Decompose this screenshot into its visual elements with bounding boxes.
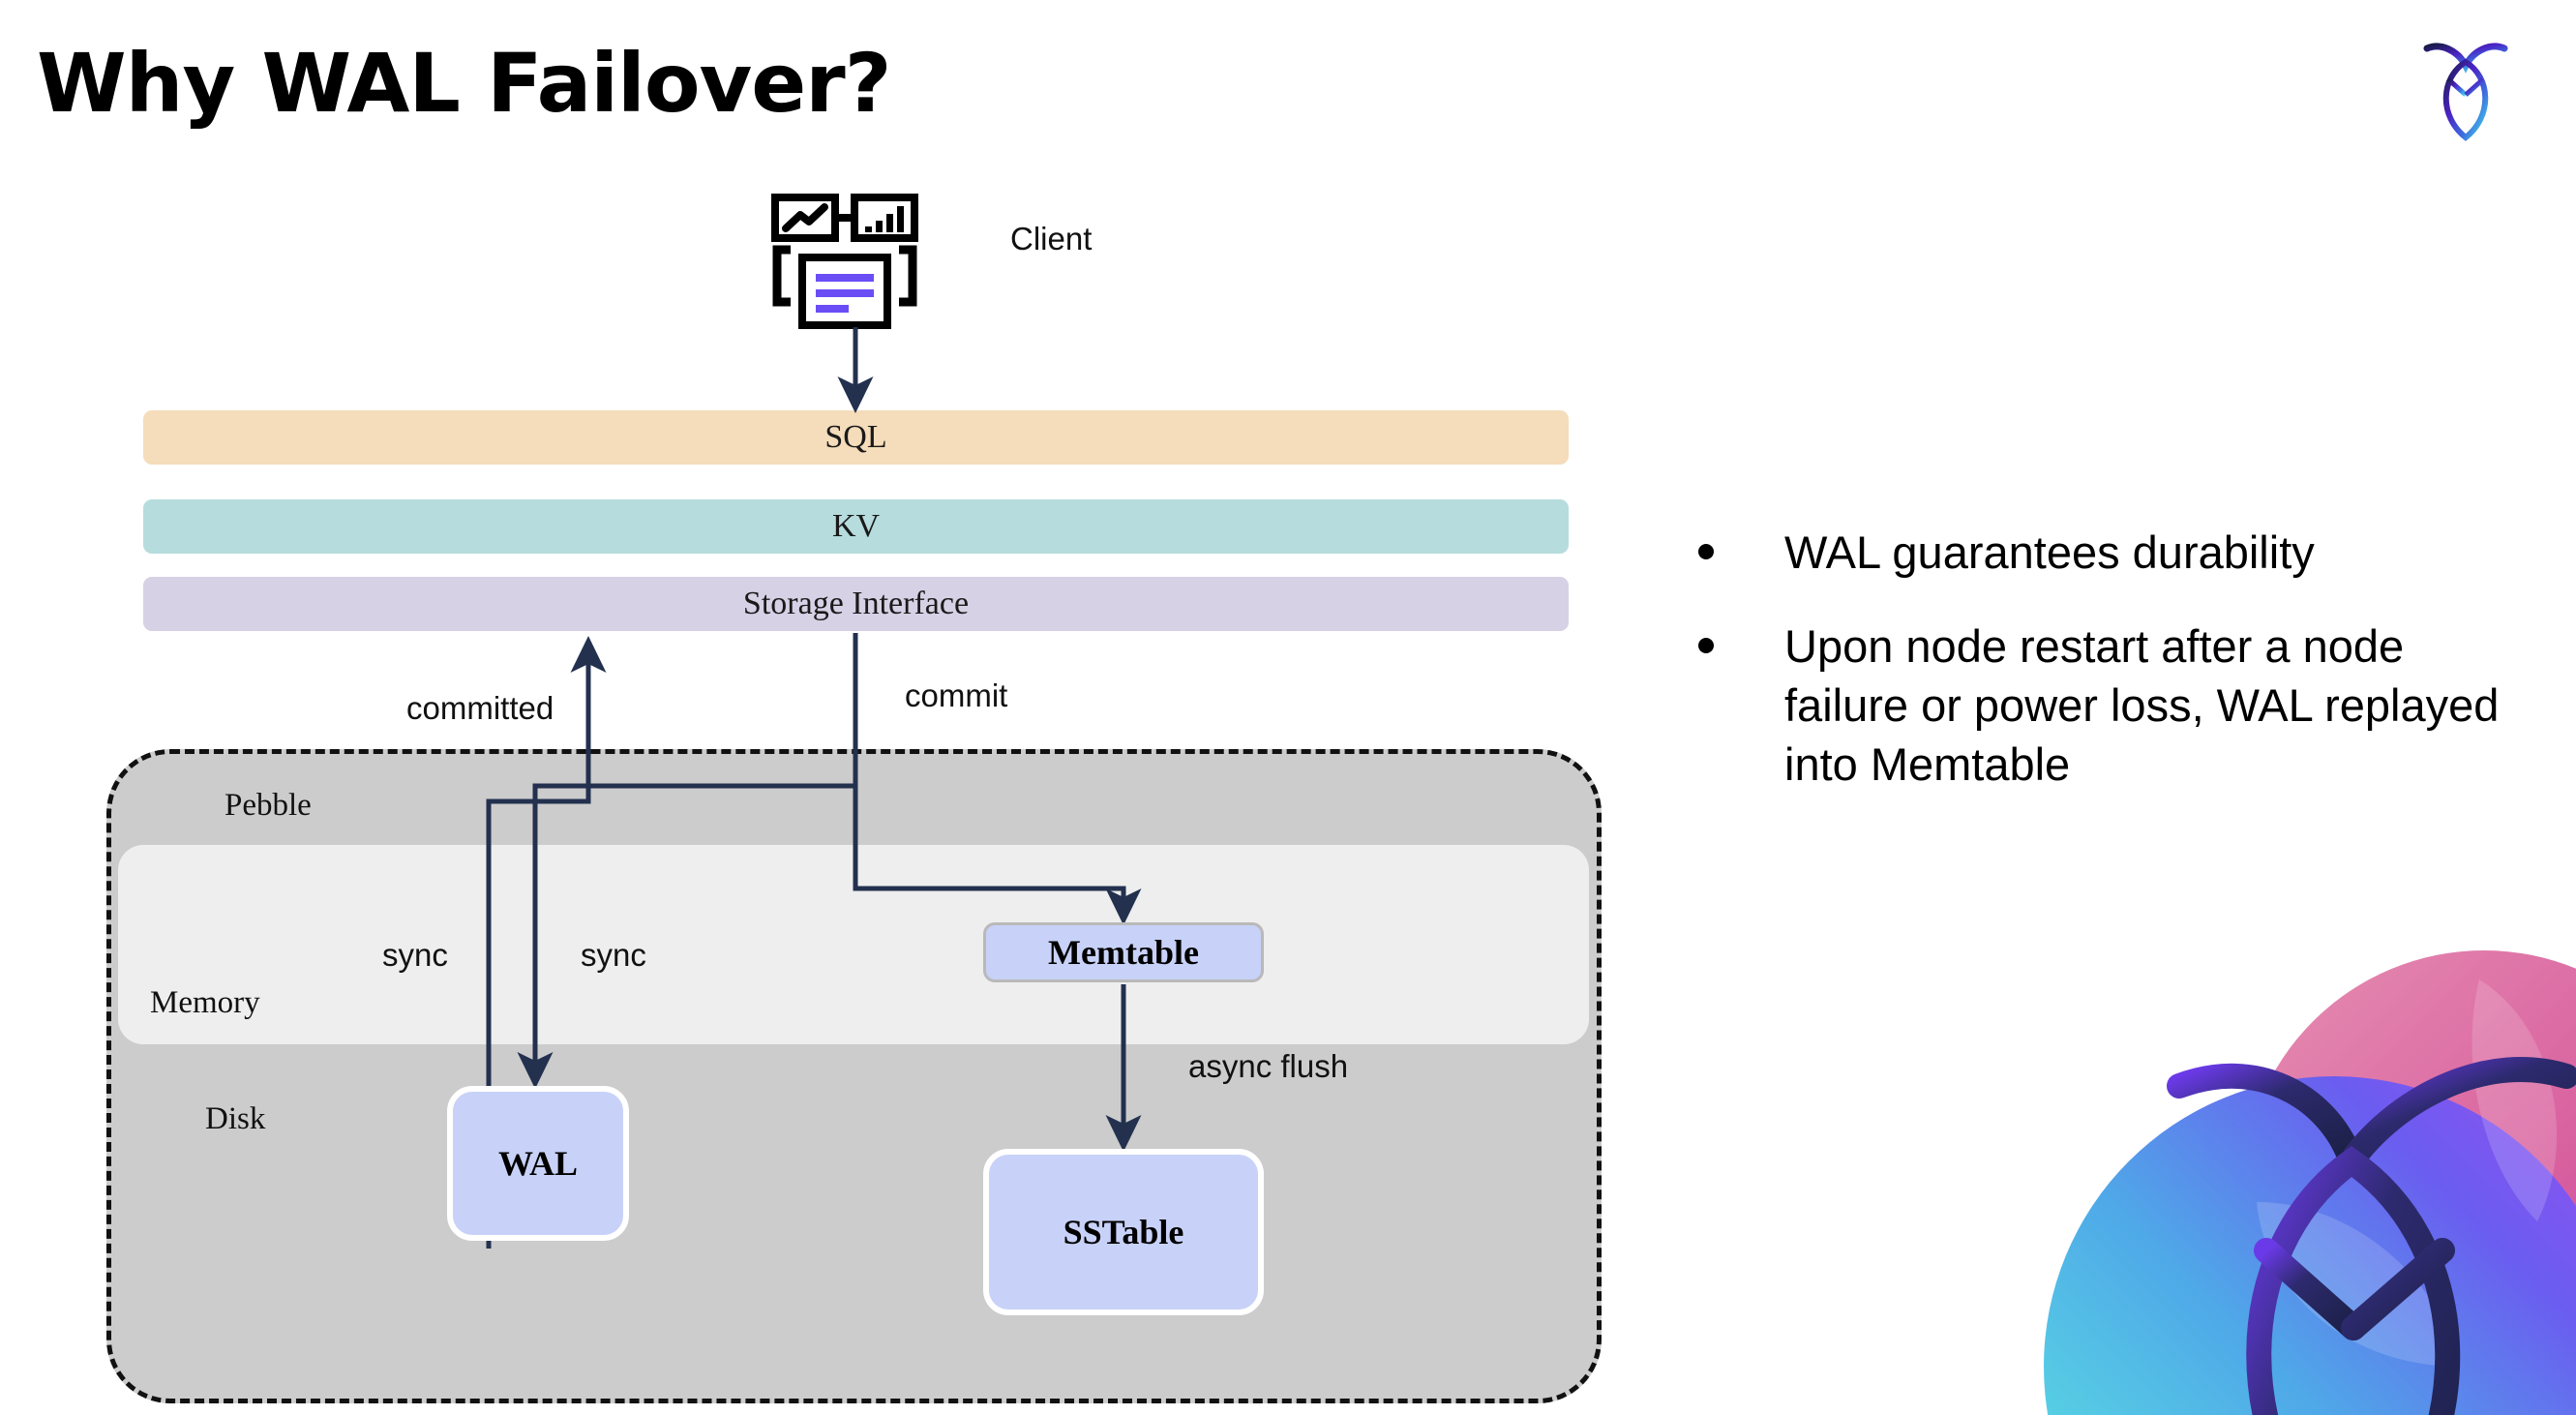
bullet-dot-icon xyxy=(1698,544,1714,559)
list-item: WAL guarantees durability xyxy=(1698,523,2511,582)
layer-bar-storage: Storage Interface xyxy=(143,577,1569,631)
layer-label-storage: Storage Interface xyxy=(742,586,970,621)
client-dashboard-icon xyxy=(771,194,918,329)
memory-zone xyxy=(118,845,1589,1044)
layer-label-kv: KV xyxy=(831,508,881,544)
bullet-text: Upon node restart after a node failure o… xyxy=(1784,620,2500,791)
pebble-label: Pebble xyxy=(225,788,312,823)
memory-label: Memory xyxy=(150,985,260,1020)
node-label-memtable: Memtable xyxy=(1048,933,1199,972)
layer-label-sql: SQL xyxy=(824,419,887,455)
node-sstable: SSTable xyxy=(983,1149,1264,1315)
page-title: Why WAL Failover? xyxy=(37,36,891,131)
edge-label-sync-left: sync xyxy=(382,937,448,973)
layer-bar-sql: SQL xyxy=(143,410,1569,465)
bullet-list: WAL guarantees durability Upon node rest… xyxy=(1698,523,2511,828)
bullet-dot-icon xyxy=(1698,638,1714,654)
decorative-corner-art xyxy=(2044,950,2576,1415)
client-label: Client xyxy=(1010,221,1093,256)
edge-label-async-flush: async flush xyxy=(1188,1048,1349,1084)
list-item: Upon node restart after a node failure o… xyxy=(1698,617,2511,794)
node-label-wal: WAL xyxy=(497,1144,579,1183)
node-label-sstable: SSTable xyxy=(1063,1213,1184,1251)
layer-bar-kv: KV xyxy=(143,499,1569,554)
bullet-text: WAL guarantees durability xyxy=(1784,527,2315,578)
edge-label-commit: commit xyxy=(905,677,1008,713)
disk-label: Disk xyxy=(205,1101,266,1136)
cockroachdb-logo xyxy=(2423,43,2508,141)
node-memtable: Memtable xyxy=(983,922,1264,982)
edge-label-sync-right: sync xyxy=(581,937,646,973)
node-wal: WAL xyxy=(447,1086,629,1241)
edge-label-committed: committed xyxy=(406,690,554,726)
